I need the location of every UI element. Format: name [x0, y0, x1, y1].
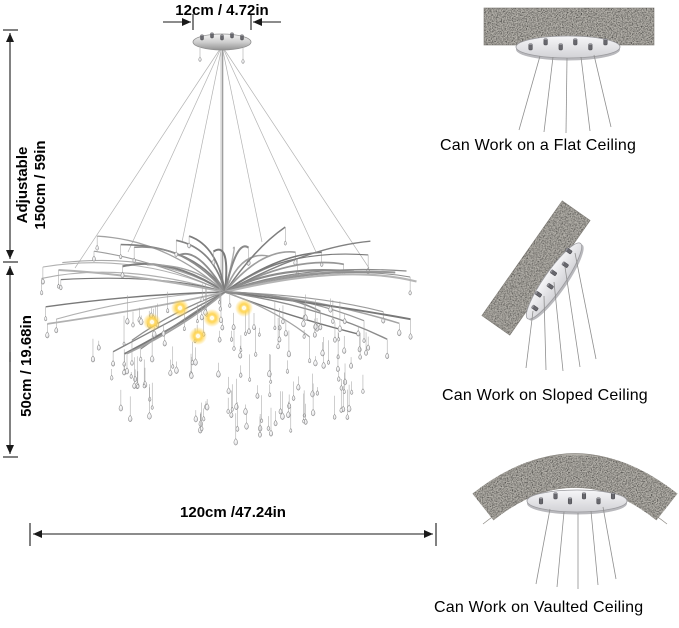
adjustable-label-word: Adjustable: [14, 146, 31, 224]
sloped-ceiling-caption: Can Work on Sloped Ceiling: [442, 387, 648, 404]
chandelier-illustration: [40, 32, 417, 446]
fixture-height-label: 50cm / 19.68in: [18, 315, 35, 417]
crystal-branches: [40, 226, 417, 446]
ceiling-canopy: [192, 32, 252, 64]
sloped-ceiling-illustration: [481, 200, 597, 372]
canopy-width-label: 12cm / 4.72in: [175, 2, 269, 19]
adjustable-height-label: Adjustable 150cm / 59in: [14, 90, 50, 280]
dimension-lines: [3, 14, 437, 546]
vaulted-ceiling-illustration: [472, 453, 678, 589]
vaulted-ceiling-caption: Can Work on Vaulted Ceiling: [434, 599, 644, 616]
adjustable-label-value: 150cm / 59in: [32, 140, 49, 230]
flat-ceiling-illustration: [483, 7, 655, 134]
flat-ceiling-caption: Can Work on a Flat Ceiling: [440, 137, 637, 154]
fixture-width-label: 120cm /47.24in: [180, 504, 286, 521]
suspension-cables: [74, 45, 370, 290]
